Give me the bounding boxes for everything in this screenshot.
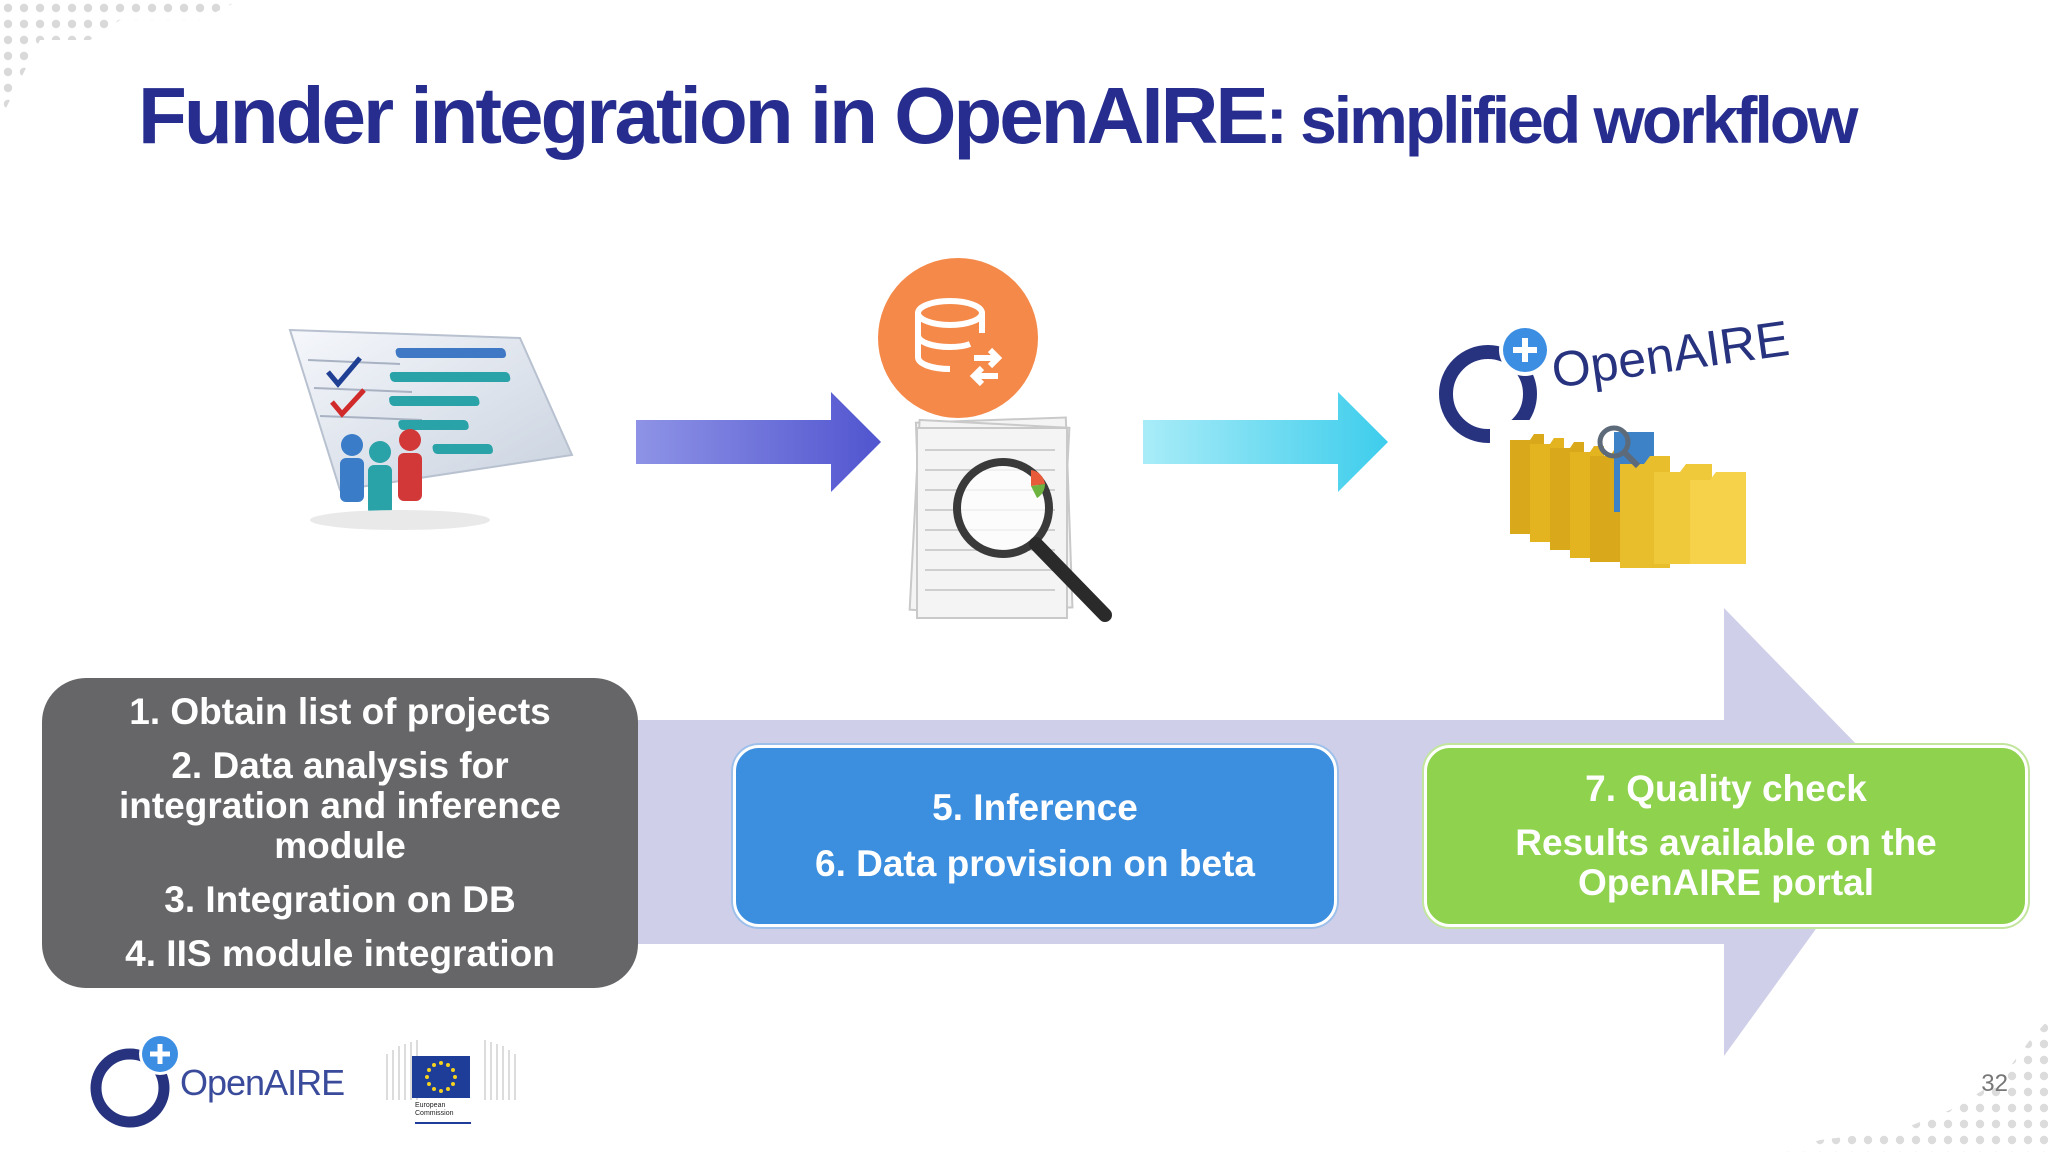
eu-flag-icon — [412, 1056, 470, 1098]
title-main: Funder integration in OpenAIRE — [138, 71, 1269, 160]
folders-search-icon — [1490, 420, 1760, 570]
step-7-box: 7. Quality check Results available on th… — [1424, 745, 2028, 927]
step-3: 3. Integration on DB — [164, 879, 516, 920]
ec-label-line1: European — [415, 1102, 446, 1109]
step-4: 4. IIS module integration — [125, 933, 555, 974]
dots-pattern-icon — [1780, 1020, 2048, 1152]
ec-logo: European Commission — [385, 1036, 517, 1126]
database-icon — [878, 258, 1038, 418]
step-6: 6. Data provision on beta — [815, 843, 1255, 884]
ec-label-line2: Commission — [415, 1110, 454, 1117]
dots-pattern-icon — [0, 0, 240, 120]
arrow-right-icon — [636, 392, 881, 492]
step-2: 2. Data analysis for integration and inf… — [118, 745, 561, 866]
step-results: Results available on the OpenAIRE portal — [1515, 822, 1937, 903]
steps-5-6-box: 5. Inference 6. Data provision on beta — [733, 745, 1337, 927]
project-chart-icon — [288, 328, 574, 530]
ec-label: European Commission — [415, 1102, 454, 1118]
openaire-footer-logo-text: OpenAIRE — [180, 1062, 345, 1103]
magnifier-documents-icon — [908, 416, 1112, 622]
page-number: 32 — [1981, 1070, 2008, 1097]
title-sub: : simplified workflow — [1265, 83, 1859, 157]
openaire-logo-icon — [90, 1033, 181, 1128]
openaire-logo-icon — [1439, 324, 1551, 443]
step-5: 5. Inference — [932, 787, 1138, 828]
ec-underline — [415, 1122, 471, 1124]
openaire-logo-text: OpenAIRE — [1548, 310, 1793, 399]
steps-1-4-box: 1. Obtain list of projects 2. Data analy… — [42, 678, 638, 988]
arrow-right-icon — [1143, 392, 1388, 492]
step-7: 7. Quality check — [1585, 768, 1867, 809]
page-title: Funder integration in OpenAIRE: simplifi… — [138, 70, 1859, 162]
step-1: 1. Obtain list of projects — [129, 691, 551, 732]
